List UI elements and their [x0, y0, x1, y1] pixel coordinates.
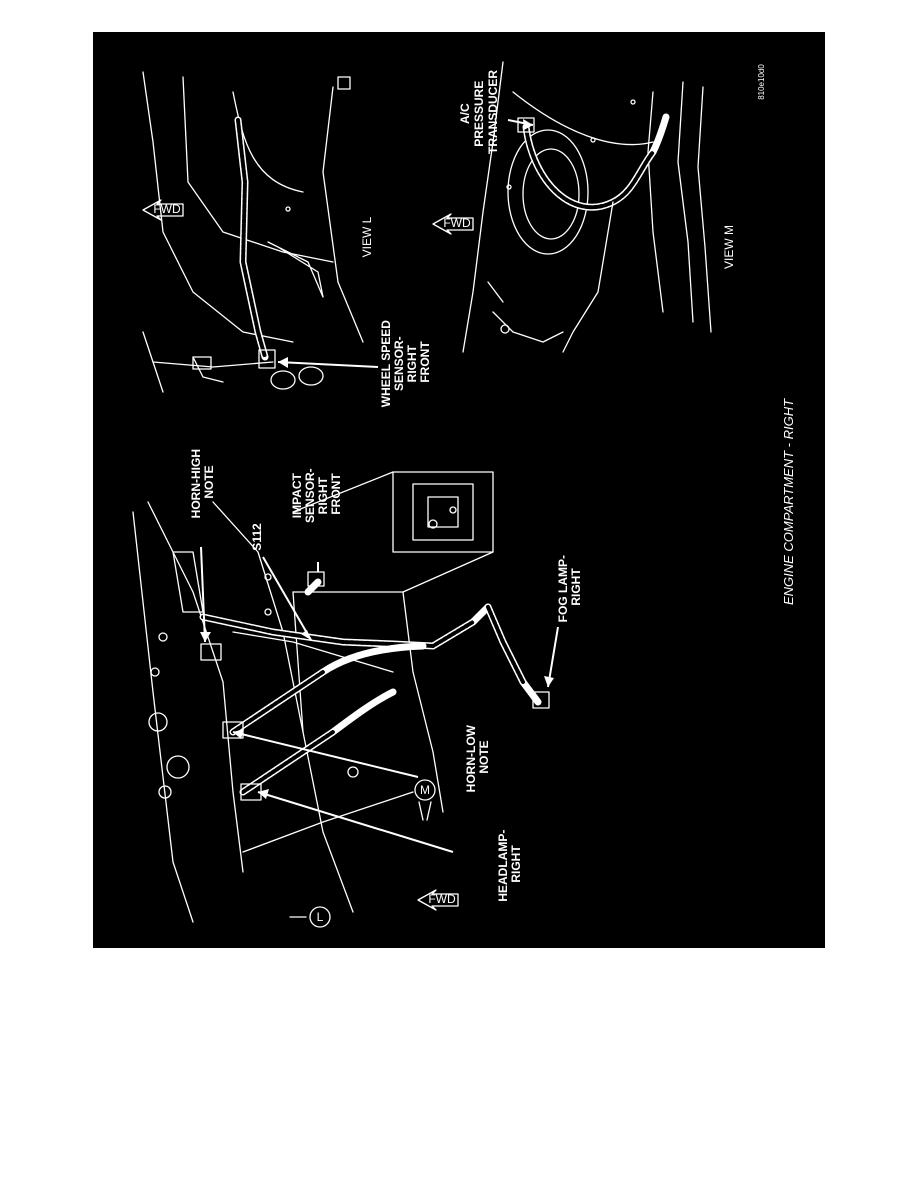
label-impact-sensor: IMPACT SENSOR- RIGHT FRONT: [290, 465, 343, 523]
view-marker-l: L: [317, 910, 324, 924]
view-m-artwork: FWD: [432, 61, 712, 353]
figure-code: 810e10d0: [757, 64, 766, 100]
view-m-label: VIEW M: [722, 225, 736, 269]
view-l-label: VIEW L: [360, 216, 374, 257]
fwd-label-main: FWD: [428, 892, 456, 906]
fwd-label-view-l: FWD: [153, 202, 181, 216]
label-ac-pressure-transducer: A/C PRESSURE TRANSDUCER: [458, 70, 500, 154]
fwd-label-view-m: FWD: [443, 216, 471, 230]
label-horn-low-note: HORN-LOW NOTE: [464, 722, 491, 793]
view-marker-m: M: [420, 783, 430, 797]
label-wheel-speed-sensor: WHEEL SPEED SENSOR- RIGHT FRONT: [379, 317, 432, 407]
figure-caption: ENGINE COMPARTMENT - RIGHT: [781, 398, 796, 605]
view-l-artwork: FWD: [142, 71, 364, 393]
label-headlamp: HEADLAMP- RIGHT: [496, 826, 523, 901]
label-fog-lamp: FOG LAMP- RIGHT: [556, 552, 583, 623]
diagram-panel: 810e10d0 FWD: [93, 32, 825, 948]
label-horn-high-note: HORN-HIGH NOTE: [189, 446, 216, 519]
label-s112: S112: [250, 523, 264, 551]
callout-arrows: [200, 119, 559, 853]
callout-labels: A/C PRESSURE TRANSDUCER VIEW L VIEW M WH…: [189, 70, 796, 902]
engine-compartment-artwork: M L FWD: [132, 471, 550, 928]
wiring-diagram: 810e10d0 FWD: [132, 61, 796, 928]
